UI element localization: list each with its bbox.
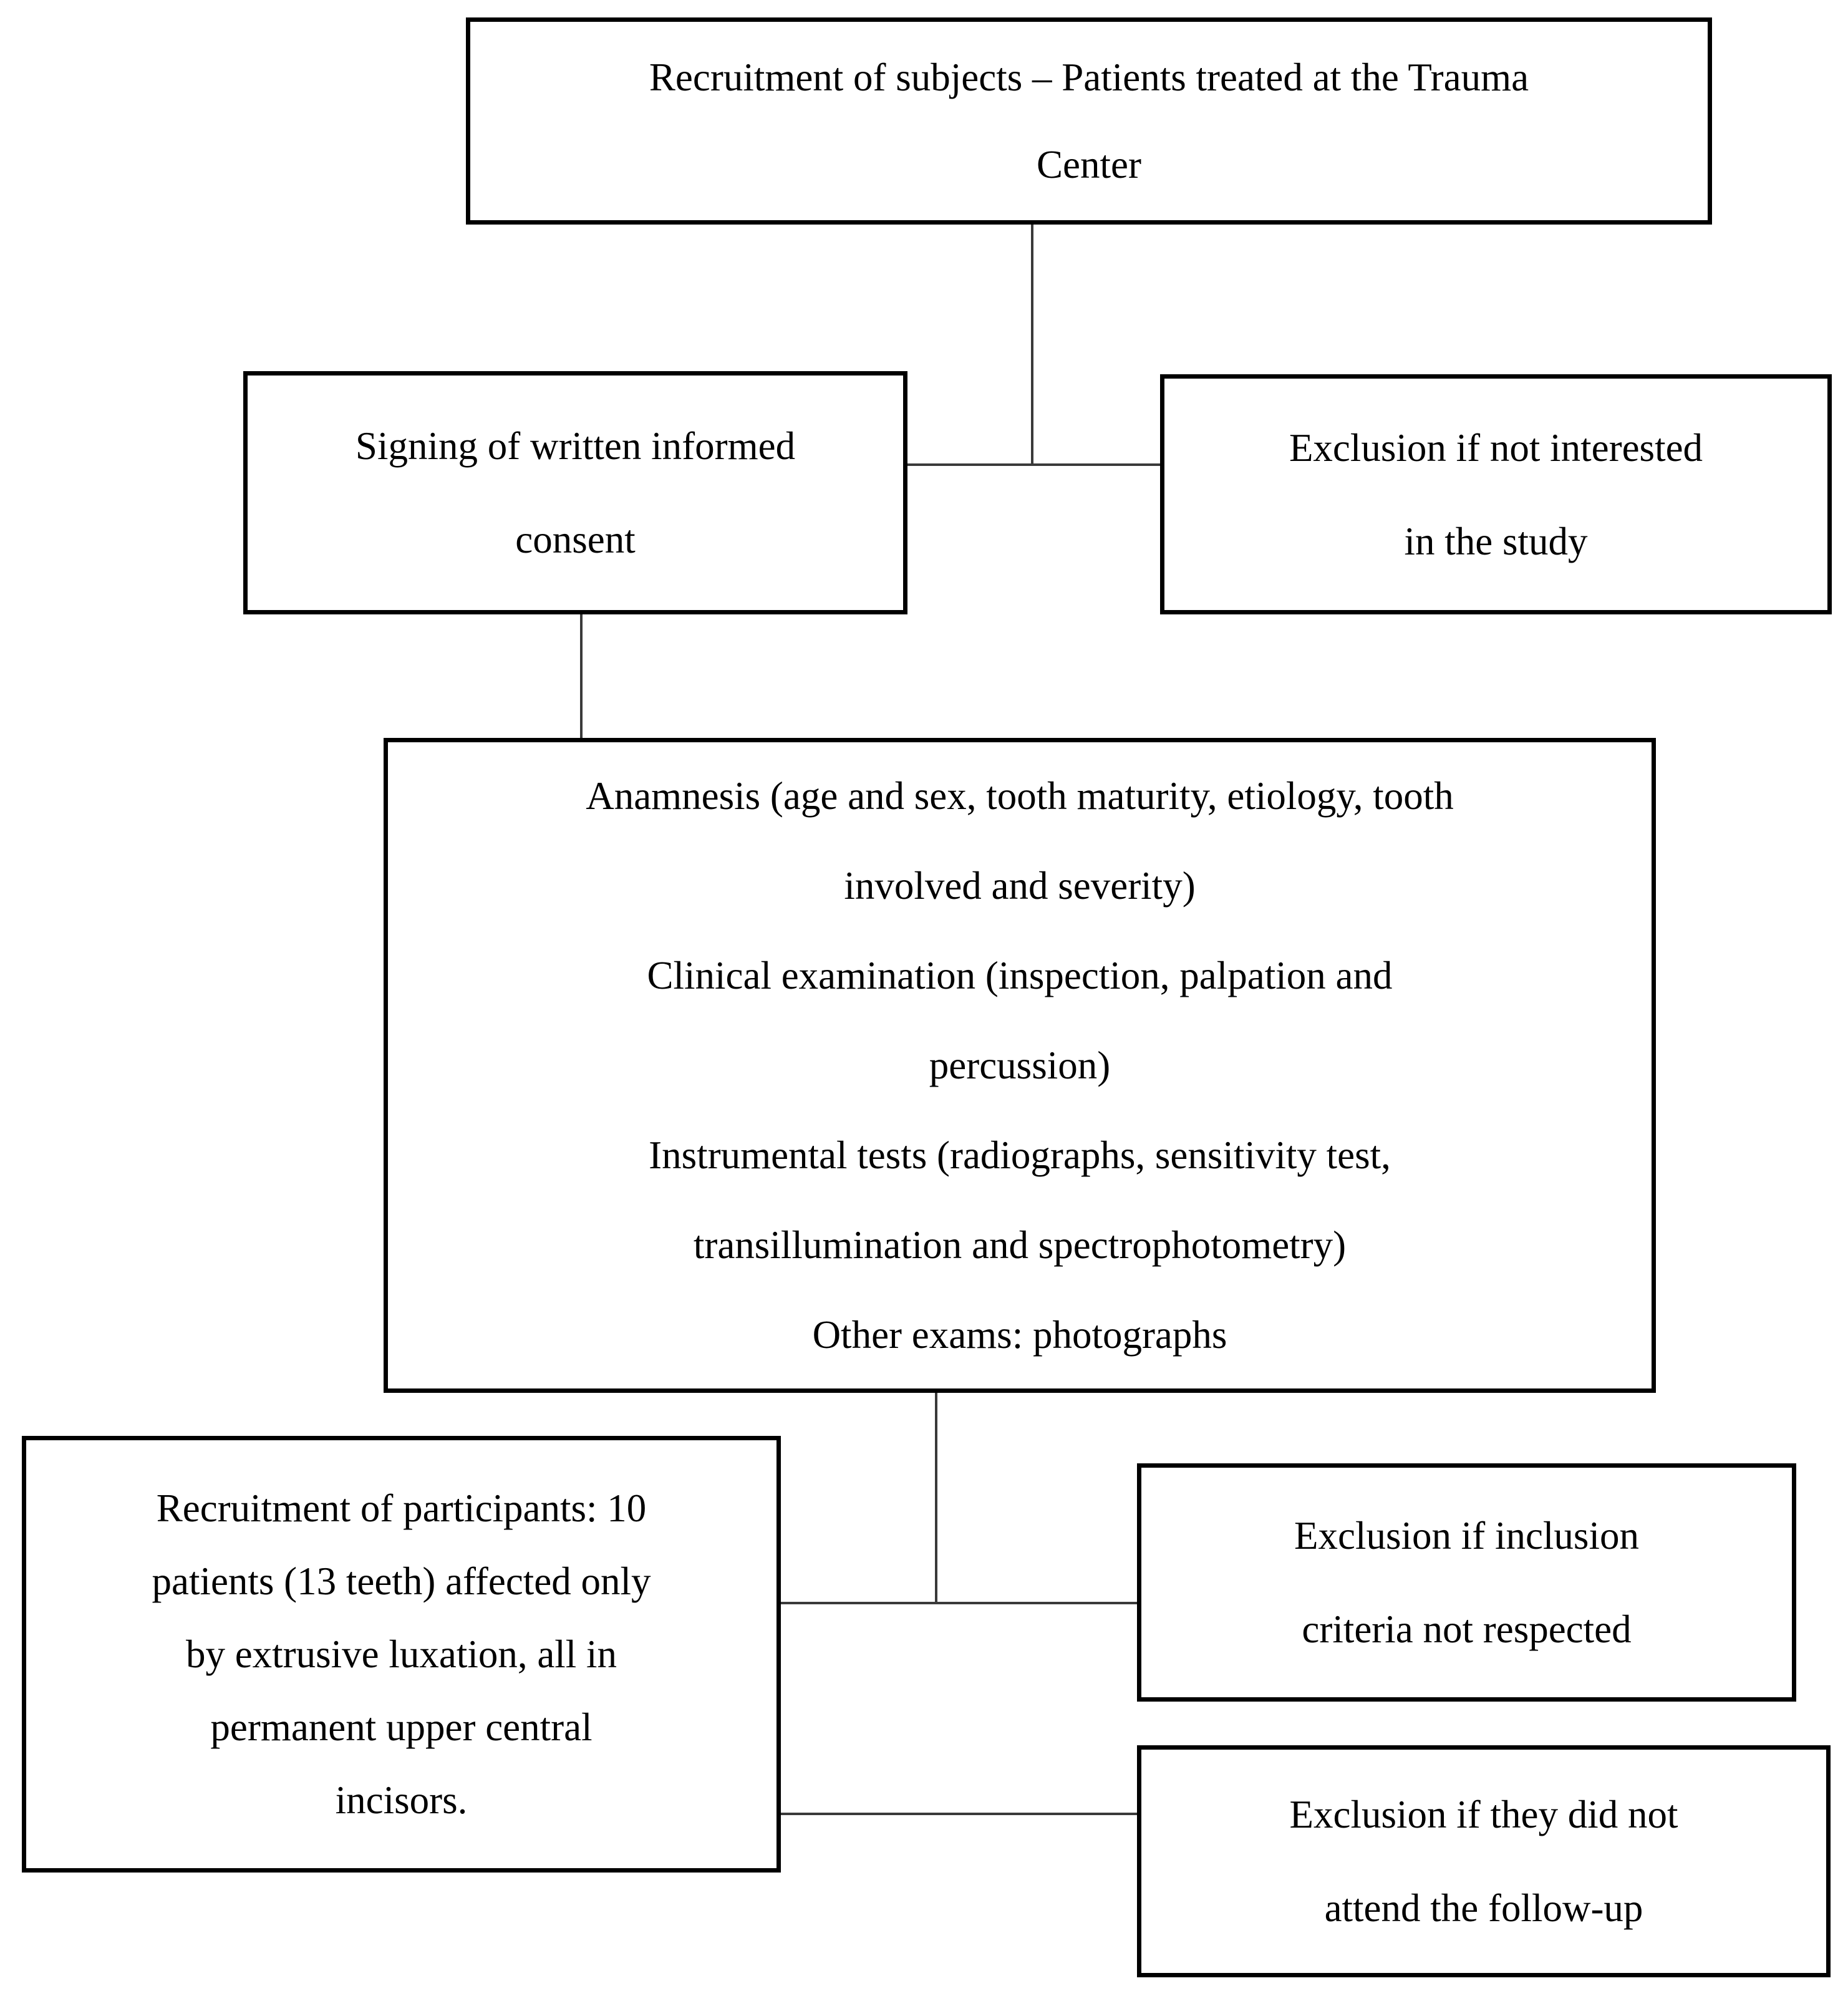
text-line: transillumination and spectrophotometry) (693, 1223, 1347, 1267)
connector-consent-assessment-line (580, 614, 583, 738)
connector-participants-followup-line (781, 1813, 1137, 1815)
connector-consent-exclusion-line (907, 463, 1160, 466)
box-exclusion-follow-up: Exclusion if they did not attend the fol… (1137, 1745, 1831, 1977)
box-clinical-assessment: Anamnesis (age and sex, tooth maturity, … (384, 738, 1656, 1393)
text-line: patients (13 teeth) affected only (152, 1559, 651, 1603)
text-line: Exclusion if not interested (1289, 425, 1703, 470)
text-line: percussion) (929, 1044, 1111, 1087)
connector-assessment-down-line (935, 1393, 937, 1604)
connector-participants-criteria-line (781, 1602, 1137, 1604)
text-line: involved and severity) (844, 864, 1196, 908)
text-line: attend the follow-up (1324, 1886, 1643, 1930)
connector-top-box-down-line (1031, 225, 1033, 466)
text-line: by extrusive luxation, all in (185, 1632, 617, 1676)
text-line: Exclusion if they did not (1289, 1793, 1678, 1836)
text-line: Anamnesis (age and sex, tooth maturity, … (586, 774, 1454, 818)
text-line: consent (515, 518, 636, 561)
text-line: Recruitment of subjects – Patients treat… (649, 56, 1529, 99)
text-line: Exclusion if inclusion (1294, 1514, 1639, 1558)
text-line: criteria not respected (1302, 1607, 1632, 1651)
box-exclusion-not-interested: Exclusion if not interested in the study (1160, 374, 1832, 614)
box-signing-consent: Signing of written informed consent (243, 371, 907, 614)
text-line: Recruitment of participants: 10 (156, 1486, 647, 1530)
text-line: Other exams: photographs (812, 1313, 1227, 1357)
box-exclusion-inclusion-criteria: Exclusion if inclusion criteria not resp… (1137, 1463, 1796, 1702)
text-line: in the study (1404, 519, 1588, 563)
text-line: incisors. (335, 1778, 468, 1822)
text-line: Instrumental tests (radiographs, sensiti… (649, 1133, 1391, 1177)
text-line: Clinical examination (inspection, palpat… (647, 954, 1393, 997)
text-line: Center (1037, 143, 1141, 187)
text-line: permanent upper central (210, 1705, 593, 1749)
box-recruitment-participants: Recruitment of participants: 10 patients… (22, 1436, 781, 1873)
box-recruitment-subjects: Recruitment of subjects – Patients treat… (466, 17, 1712, 225)
text-line: Signing of written informed (355, 424, 796, 468)
